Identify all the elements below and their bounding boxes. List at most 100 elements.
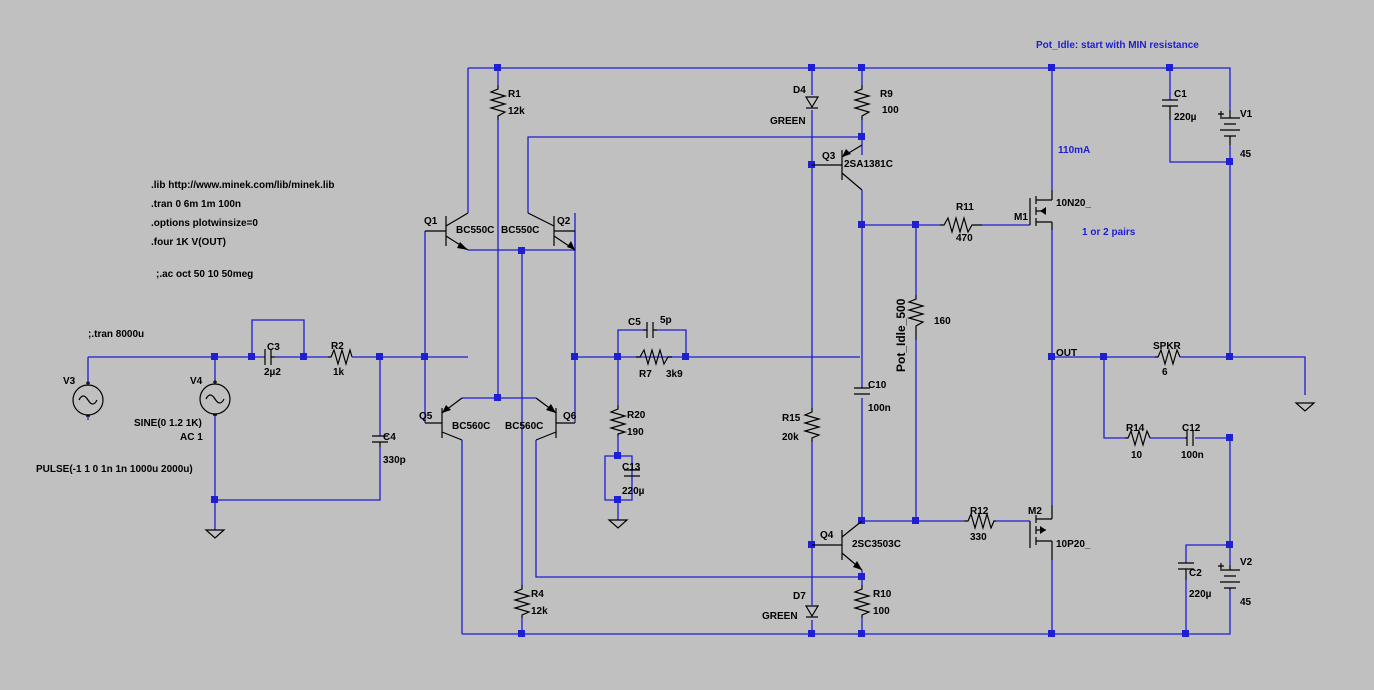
r7-value: 3k9	[666, 369, 683, 380]
v4-ac: AC 1	[180, 432, 203, 443]
pot-symbol[interactable]	[906, 295, 926, 340]
r9-name: R9	[880, 89, 893, 100]
v2-value: 45	[1240, 597, 1252, 608]
d7-symbol[interactable]	[804, 605, 820, 618]
junctions	[211, 64, 1233, 637]
r2-value: 1k	[333, 367, 345, 378]
r11-value: 470	[956, 233, 973, 244]
q2-value: BC550C	[501, 225, 539, 236]
directive-ac: ;.ac oct 50 10 50meg	[156, 269, 253, 280]
q4-name: Q4	[820, 530, 834, 541]
v4-symbol[interactable]	[199, 380, 231, 416]
r9-value: 100	[882, 105, 899, 116]
c12-value: 100n	[1181, 450, 1204, 461]
comment-tran: ;.tran 8000u	[88, 329, 144, 340]
c4-symbol[interactable]	[372, 435, 388, 447]
v1-symbol[interactable]	[1218, 110, 1240, 145]
q2-symbol[interactable]	[527, 212, 576, 251]
spkr-name: SPKR	[1153, 341, 1182, 352]
v2-name: V2	[1240, 557, 1253, 568]
r2-symbol[interactable]	[328, 347, 353, 367]
q1-symbol[interactable]	[425, 212, 469, 251]
r7-name: R7	[639, 369, 652, 380]
r4-symbol[interactable]	[512, 585, 532, 618]
r20-symbol[interactable]	[608, 405, 628, 436]
c4-name: C4	[383, 432, 396, 443]
q5-value: BC560C	[452, 421, 490, 432]
v4-name: V4	[190, 376, 203, 387]
r20-value: 190	[627, 427, 644, 438]
c13-symbol[interactable]	[624, 469, 640, 477]
m1-symbol[interactable]	[1029, 190, 1053, 230]
r14-symbol[interactable]	[1125, 428, 1151, 448]
ground-symbol-c13	[607, 519, 629, 529]
r12-symbol[interactable]	[964, 511, 996, 531]
net-label-out: OUT	[1056, 348, 1077, 359]
r10-symbol[interactable]	[852, 585, 872, 618]
c5-name: C5	[628, 317, 641, 328]
r15-name: R15	[782, 413, 801, 424]
v1-value: 45	[1240, 149, 1252, 160]
m1-value: 10N20_	[1056, 198, 1091, 209]
c5-symbol[interactable]	[643, 322, 657, 338]
pot-name: Pot_Idle_500	[894, 298, 908, 372]
c1-symbol[interactable]	[1162, 99, 1178, 120]
q3-value: 2SA1381C	[844, 159, 893, 170]
c2-symbol[interactable]	[1178, 562, 1194, 580]
spkr-symbol[interactable]	[1155, 347, 1181, 367]
r7-symbol[interactable]	[636, 347, 672, 367]
v4-value: SINE(0 1.2 1K)	[134, 418, 202, 429]
q4-symbol[interactable]	[812, 520, 863, 571]
pot-value: 160	[934, 316, 951, 327]
c12-symbol[interactable]	[1185, 430, 1194, 446]
d7-name: D7	[793, 591, 806, 602]
r11-symbol[interactable]	[940, 215, 982, 235]
m2-symbol[interactable]	[1029, 505, 1053, 560]
r1-symbol[interactable]	[488, 85, 508, 120]
d4-name: D4	[793, 85, 806, 96]
directive-lib: .lib http://www.minek.com/lib/minek.lib	[151, 180, 335, 191]
directive-options: .options plotwinsize=0	[151, 218, 258, 229]
q3-name: Q3	[822, 151, 836, 162]
ground-symbol-v4	[204, 529, 226, 539]
spkr-value: 6	[1162, 367, 1168, 378]
q3-symbol[interactable]	[812, 144, 863, 191]
q6-name: Q6	[563, 411, 577, 422]
v3-symbol[interactable]	[72, 381, 104, 417]
directive-four: .four 1K V(OUT)	[151, 237, 226, 248]
c3-symbol[interactable]	[264, 349, 275, 365]
d7-value: GREEN	[762, 611, 798, 622]
m2-value: 10P20_	[1056, 539, 1091, 550]
r12-name: R12	[970, 506, 989, 517]
c1-value: 220µ	[1174, 112, 1197, 123]
c3-name: C3	[267, 342, 280, 353]
d4-symbol[interactable]	[804, 96, 820, 109]
v3-name: V3	[63, 376, 76, 387]
q1-name: Q1	[424, 216, 438, 227]
r20-name: R20	[627, 410, 646, 421]
d4-value: GREEN	[770, 116, 806, 127]
c1-name: C1	[1174, 89, 1187, 100]
note-pairs: 1 or 2 pairs	[1082, 227, 1136, 238]
wires	[87, 67, 1306, 635]
q6-value: BC560C	[505, 421, 543, 432]
c2-name: C2	[1189, 568, 1202, 579]
r15-symbol[interactable]	[802, 408, 822, 442]
v2-symbol[interactable]	[1218, 563, 1240, 590]
m2-name: M2	[1028, 506, 1042, 517]
ground-symbol-spkr	[1294, 402, 1316, 412]
c10-symbol[interactable]	[854, 387, 870, 395]
q5-symbol[interactable]	[425, 397, 463, 441]
note-current: 110mA	[1058, 145, 1090, 156]
r4-value: 12k	[531, 606, 548, 617]
r10-name: R10	[873, 589, 892, 600]
c2-value: 220µ	[1189, 589, 1212, 600]
m1-name: M1	[1014, 212, 1028, 223]
c3-value: 2µ2	[264, 367, 281, 378]
r2-name: R2	[331, 341, 344, 352]
r12-value: 330	[970, 532, 987, 543]
q6-symbol[interactable]	[535, 397, 575, 441]
r9-symbol[interactable]	[852, 85, 872, 120]
c12-name: C12	[1182, 423, 1201, 434]
